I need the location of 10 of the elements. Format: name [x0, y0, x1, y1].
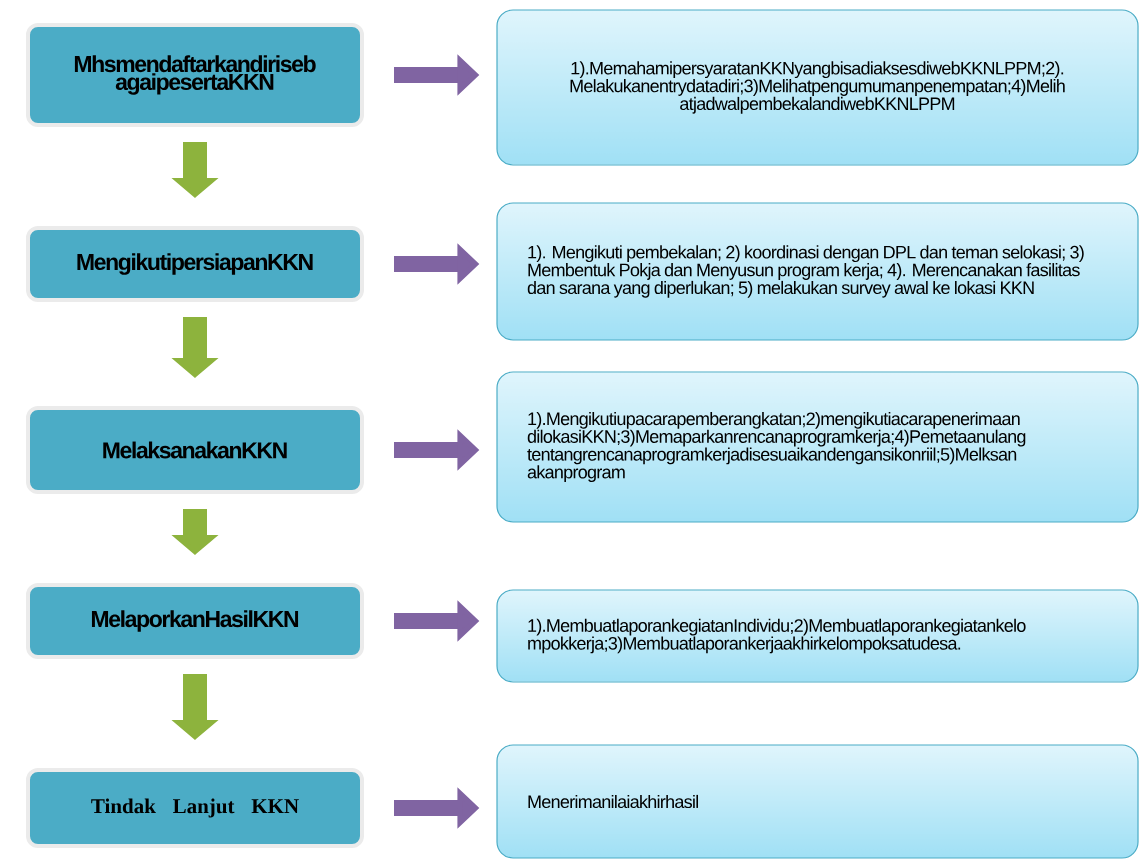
detail-box: Menerimanilaiakhirhasil [496, 744, 1139, 859]
step-box: MelaksanakanKKN [26, 406, 364, 494]
detail-box: 1).Mengikutiupacarapemberangkatan;2)mengikutiacarapenerimaan dilokasiKKN;3)Memaparkanrencanaprogramkerja;4)Pemetaanulang tentangrencanaprogramkerjadisesuaikandengansikonriil;5)Melksan akanprogram [496, 371, 1139, 523]
step-box: MelaporkanHasilKKN [26, 583, 364, 659]
step-box: MengikutipersiapanKKN [26, 226, 364, 302]
step-box: Tindak Lanjut KKN [26, 768, 364, 848]
detail-box: 1). Mengikuti pembekalan; 2) koordinasi dengan DPL dan teman selokasi; 3) Membentuk Pokja dan Menyusun program kerja; 4). Merencanakan fasilitas dan sarana yang diperlukan; 5) melakukan survey awal ke lokasi KKN [496, 202, 1139, 341]
detail-box: 1).MembuatlaporankegiatanIndividu;2)Membuatlaporankegiatankelo mpokkerja;3)Membuatlaporankerjaakhirkelompoksatudesa. [496, 589, 1139, 683]
step-box: Mhsmendaftarkandiriseb agaipesertaKKN [26, 23, 364, 127]
detail-box: 1).MemahamipersyaratanKKNyangbisadiaksesdiwebKKNLPPM;2). Melakukanentrydatadiri;3)Melihatpengumumanpenempatan;4)Melih atjadwalpembekalandiwebKKNLPPM [496, 9, 1139, 166]
